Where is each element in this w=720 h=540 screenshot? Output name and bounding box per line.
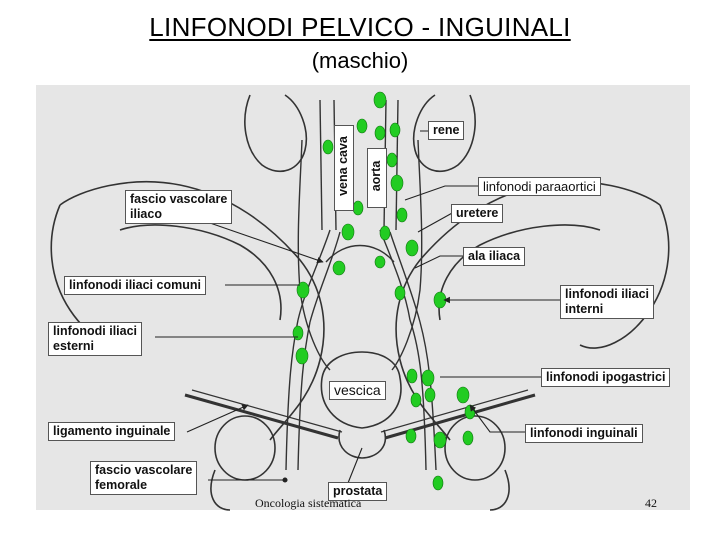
label-iliaci-esterni-line1: linfonodi iliaci (53, 324, 138, 338)
label-fascio-femorale: fascio vascolare femorale (90, 461, 198, 495)
lymph-node (464, 404, 476, 420)
label-fascio-iliaco: fascio vascolare iliaco (125, 190, 233, 224)
label-ala-iliaca: ala iliaca (463, 247, 526, 266)
label-fascio-femorale-line2: femorale (95, 478, 148, 492)
page-number: 42 (645, 496, 657, 510)
label-iliaci-interni: linfonodi iliaci interni (560, 285, 655, 319)
label-paraaortici: linfonodi paraaortici (478, 177, 601, 196)
label-uretere: uretere (451, 204, 504, 223)
lymph-node (405, 239, 419, 257)
label-aorta: aorta (367, 148, 387, 208)
vessels (285, 99, 437, 471)
label-prostata: prostata (328, 482, 388, 501)
label-vena-cava: vena cava (334, 125, 354, 211)
lymph-node (379, 225, 391, 241)
lymph-node (421, 369, 435, 387)
lymph-node (332, 260, 346, 276)
label-vescica: vescica (329, 381, 386, 400)
lymph-node (374, 255, 386, 269)
lymph-node (406, 368, 418, 384)
lymph-node (433, 431, 447, 449)
label-vena-cava-text: vena cava (336, 136, 350, 196)
lymph-node (296, 281, 310, 299)
lymph-node (462, 430, 474, 446)
label-iliaci-esterni: linfonodi iliaci esterni (48, 322, 143, 356)
label-ligamento: ligamento inguinale (48, 422, 176, 441)
lymph-nodes (292, 91, 476, 491)
lymph-node (424, 387, 436, 403)
lymph-node (405, 428, 417, 444)
lymph-node (322, 139, 334, 155)
label-fascio-iliaco-line1: fascio vascolare (130, 192, 228, 206)
label-fascio-iliaco-line2: iliaco (130, 207, 162, 221)
lymph-node (386, 152, 398, 168)
slide-subtitle: (maschio) (311, 48, 409, 73)
lymph-node (292, 325, 304, 341)
lymph-node (410, 392, 422, 408)
lymph-node (394, 285, 406, 301)
lymph-node (356, 118, 368, 134)
label-inguinali: linfonodi inguinali (525, 424, 643, 443)
label-iliaci-interni-line1: linfonodi iliaci (565, 287, 650, 301)
leader-lines (155, 130, 560, 484)
label-iliaci-interni-line2: interni (565, 302, 604, 316)
label-iliaci-esterni-line2: esterni (53, 339, 94, 353)
lymph-node (295, 347, 309, 365)
lymph-node (390, 174, 404, 192)
label-fascio-femorale-line1: fascio vascolare (95, 463, 193, 477)
lymph-node (396, 207, 408, 223)
footer-source: Oncologia sistematica (255, 496, 362, 510)
lymph-node (432, 475, 444, 491)
lymph-node (456, 386, 470, 404)
label-iliaci-comuni: linfonodi iliaci comuni (64, 276, 206, 295)
lymph-node (373, 91, 387, 109)
lymph-node (341, 223, 355, 241)
lymph-node (374, 125, 386, 141)
label-ipogastrici: linfonodi ipogastrici (541, 368, 671, 387)
lymph-node (389, 122, 401, 138)
label-aorta-text: aorta (369, 160, 383, 192)
slide-title: LINFONODI PELVICO - INGUINALI (149, 12, 571, 42)
lymph-node (352, 200, 364, 216)
label-rene: rene (428, 121, 465, 140)
